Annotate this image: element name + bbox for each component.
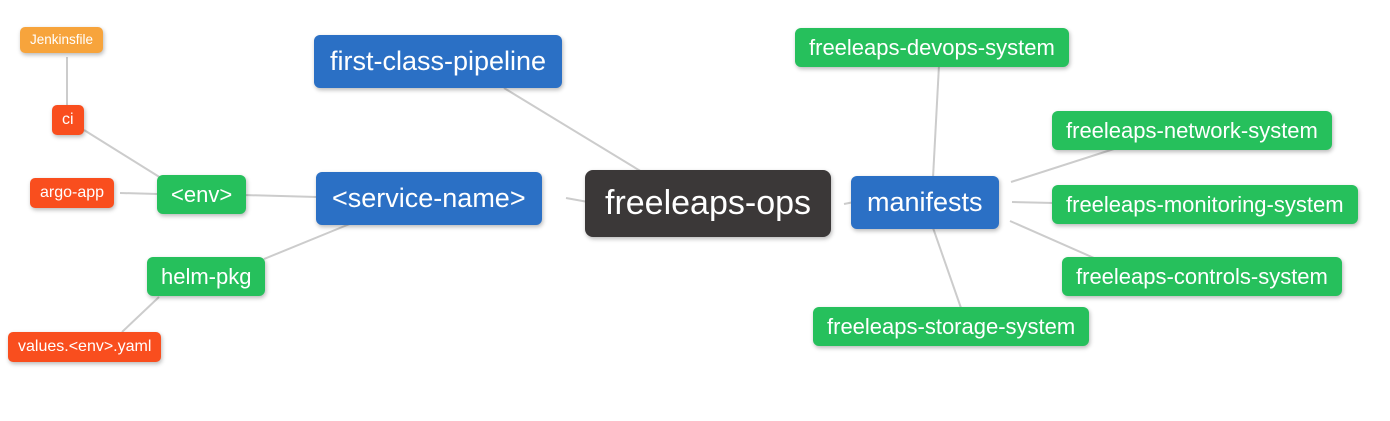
node-freeleaps-ops-root[interactable]: freeleaps-ops xyxy=(585,170,832,238)
edge-env-service-name xyxy=(242,194,318,198)
node-argo-app[interactable]: argo-app xyxy=(30,178,115,209)
node-freeleaps-monitoring-system[interactable]: freeleaps-monitoring-system xyxy=(1052,185,1358,225)
node-ci[interactable]: ci xyxy=(52,105,84,136)
edge-ci-env xyxy=(83,129,162,179)
edge-manifests-devops-system xyxy=(932,64,940,179)
node-first-class-pipeline[interactable]: first-class-pipeline xyxy=(314,35,563,89)
edge-argo-app-env xyxy=(119,192,159,195)
node-freeleaps-devops-system[interactable]: freeleaps-devops-system xyxy=(795,28,1069,68)
node-service-name[interactable]: <service-name> xyxy=(316,172,542,226)
edge-manifests-network-system xyxy=(1010,147,1118,183)
edge-pipeline-freeleaps-ops xyxy=(503,87,643,173)
node-freeleaps-storage-system[interactable]: freeleaps-storage-system xyxy=(813,307,1090,347)
edge-manifests-monitoring-system xyxy=(1011,201,1055,204)
edge-service-name-freeleaps-ops xyxy=(565,197,589,203)
edge-values-helm-pkg xyxy=(121,296,160,333)
edge-manifests-storage-system xyxy=(931,224,962,309)
node-manifests[interactable]: manifests xyxy=(851,176,999,230)
edge-manifests-controls-system xyxy=(1009,220,1095,259)
node-values-env-yaml[interactable]: values.<env>.yaml xyxy=(8,332,162,363)
node-env[interactable]: <env> xyxy=(157,175,247,215)
node-helm-pkg[interactable]: helm-pkg xyxy=(147,257,266,297)
edge-helm-pkg-service-name xyxy=(263,220,358,260)
node-freeleaps-controls-system[interactable]: freeleaps-controls-system xyxy=(1062,257,1342,297)
node-jenkinsfile[interactable]: Jenkinsfile xyxy=(20,27,104,53)
node-freeleaps-network-system[interactable]: freeleaps-network-system xyxy=(1052,111,1332,151)
